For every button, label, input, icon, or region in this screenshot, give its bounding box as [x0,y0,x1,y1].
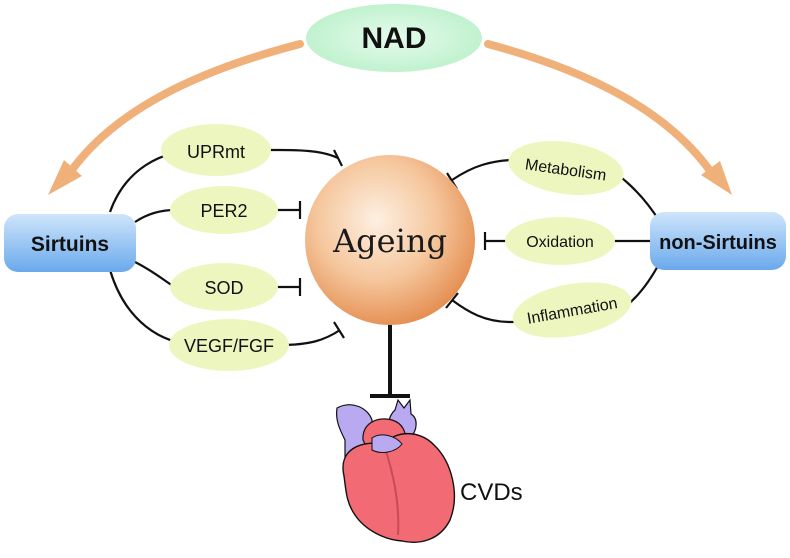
arrowhead-sirtuins [48,160,82,195]
target-ellipse-sod [170,263,278,311]
cvds-label: CVDs [460,479,523,506]
target-ellipse-vegf [169,319,289,371]
target-sod: SOD [204,278,243,298]
arrow-nad-to-non-sirtuins [484,40,719,182]
target-oxidation: Oxidation [526,234,594,251]
target-vegf: VEGF/FGF [184,336,274,356]
arrowhead-non-sirtuins [701,161,732,195]
target-ellipse-oxidation [505,217,615,265]
arrow-nad-to-sirtuins [61,40,304,184]
target-ellipse-metabolism [508,141,624,195]
sirtuins-node [4,214,136,272]
ageing-node [305,155,475,325]
target-ellipse-uprmt [161,124,271,176]
heart-icon [335,398,456,543]
non-sirtuins-label: non-Sirtuins [659,232,777,254]
target-per2: PER2 [200,201,247,221]
ageing-label: Ageing [332,222,447,260]
target-uprmt: UPRmt [187,142,245,162]
non-sirtuins-node [650,212,786,270]
sirtuins-label: Sirtuins [31,233,109,256]
nad-label: NAD [362,22,427,55]
target-ellipse-per2 [170,186,278,234]
nad-node [306,4,482,72]
target-ellipse-inflammation [512,282,632,338]
